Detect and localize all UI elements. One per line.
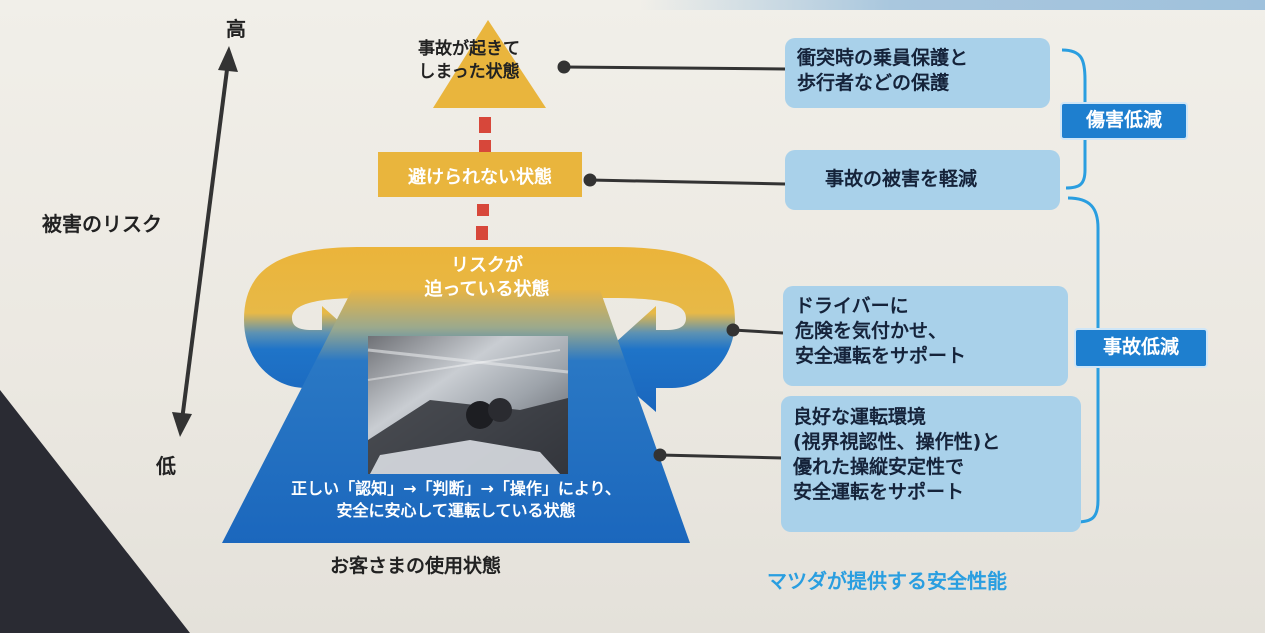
risk-axis-arrow-up	[218, 46, 238, 72]
imminent-state-label: リスクが 迫っている状態	[424, 255, 550, 300]
accident-state-label: 事故が起きて しまった状態	[418, 39, 520, 82]
risk-axis-line	[180, 61, 230, 421]
connector-line-1	[563, 65, 786, 71]
axis-high-label: 高	[226, 17, 246, 41]
car-photo	[367, 336, 569, 474]
tag-damage-reduction: 傷害低減	[1060, 102, 1188, 140]
feature-box-damage-mitigation: 事故の被害を軽減	[785, 150, 1060, 210]
accident-triangle	[433, 20, 546, 108]
normal-state-label: 正しい「認知」→「判断」→「操作」により、 安全に安心して運転している状態	[291, 479, 621, 520]
connector-line-2	[589, 178, 786, 186]
connector-line-4	[659, 453, 784, 460]
feature-box-driving-environment: 良好な運転環境 (視界視認性、操作性)と 優れた操縦安定性で 安全運転をサポート	[781, 396, 1081, 532]
connector-dot-3	[726, 323, 740, 337]
axis-low-label: 低	[156, 454, 176, 478]
connector-dot-1	[557, 60, 571, 74]
feature-box-occupant-protection: 衝突時の乗員保護と 歩行者などの保護	[785, 38, 1050, 108]
connector-dot-2	[583, 173, 597, 187]
unavoidable-state-label: 避けられない状態	[408, 167, 552, 188]
risk-axis-arrow-down	[172, 412, 192, 437]
left-caption: お客さまの使用状態	[330, 555, 502, 577]
red-dash-connector-lower	[476, 204, 489, 240]
unavoidable-band	[378, 152, 582, 197]
top-accent-strip	[640, 0, 1265, 10]
connector-line-3	[732, 328, 784, 335]
feature-box-driver-alert: ドライバーに 危険を気付かせ、 安全運転をサポート	[783, 286, 1068, 386]
tag-accident-reduction: 事故低減	[1074, 328, 1208, 368]
red-dash-connector-upper	[479, 117, 491, 152]
connector-dot-4	[653, 448, 667, 462]
right-caption: マツダが提供する安全性能	[767, 569, 1007, 593]
axis-title: 被害のリスク	[42, 212, 162, 236]
